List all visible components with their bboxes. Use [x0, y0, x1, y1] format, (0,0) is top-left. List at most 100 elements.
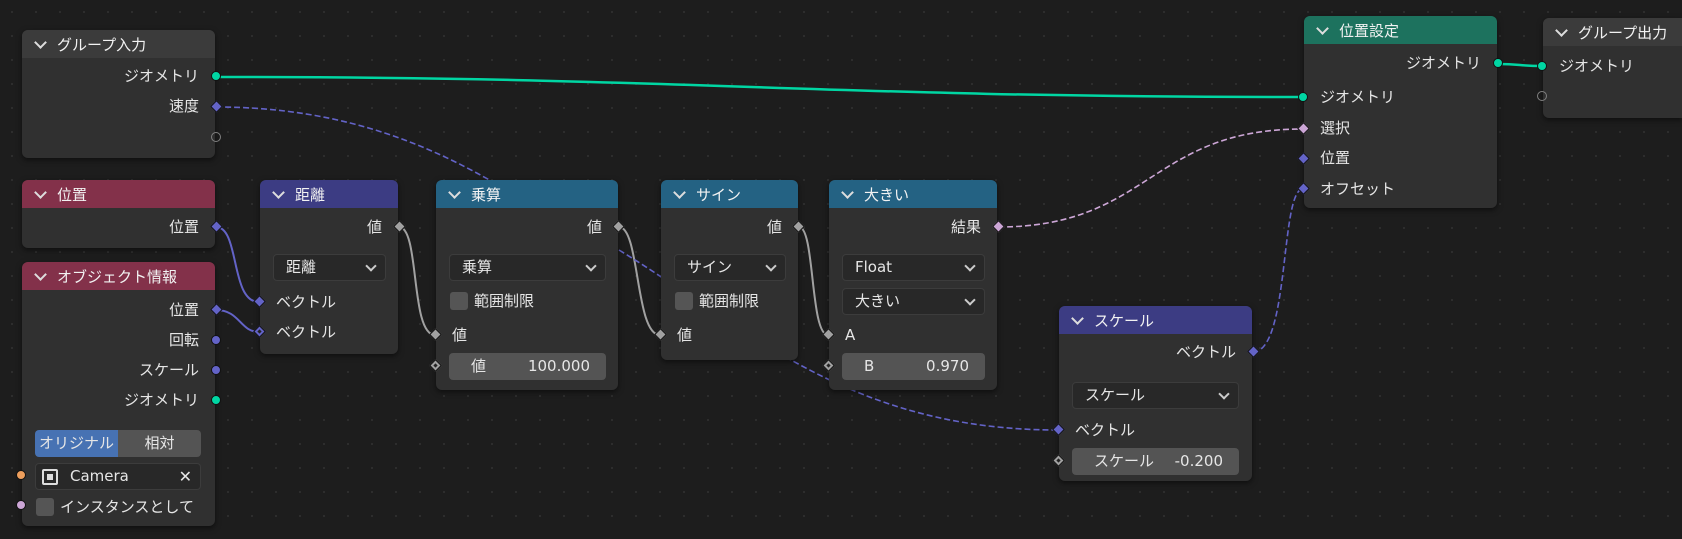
node-title: 位置設定 — [1339, 21, 1400, 40]
scale-output-socket[interactable] — [211, 365, 221, 375]
sine-header[interactable]: サイン — [661, 180, 798, 208]
vector-a-label: ベクトル — [276, 293, 337, 311]
value-field[interactable]: 値 100.000 — [449, 353, 606, 380]
clear-icon[interactable]: ✕ — [178, 467, 192, 486]
value-field-label: 値 — [471, 357, 487, 375]
geometry-output-socket[interactable] — [211, 71, 221, 81]
geometry-output-label: ジオメトリ — [123, 391, 199, 409]
collapse-chevron-icon[interactable] — [1071, 311, 1084, 325]
operation-value: 距離 — [286, 258, 317, 276]
link-multiply-value — [618, 226, 661, 336]
node-title: 大きい — [864, 185, 910, 204]
geometry-output-socket[interactable] — [1493, 58, 1503, 68]
collapse-chevron-icon[interactable] — [673, 185, 686, 199]
sine-node[interactable]: サイン 値 サイン 範囲制限 値 — [661, 180, 798, 360]
geometry-output-label: ジオメトリ — [1405, 54, 1481, 72]
vector-output-label: ベクトル — [1175, 343, 1236, 361]
clamp-checkbox[interactable] — [675, 292, 693, 310]
node-title: スケール — [1094, 311, 1155, 330]
collapse-chevron-icon[interactable] — [34, 185, 47, 199]
operation-dropdown[interactable]: サイン — [674, 254, 786, 281]
relative-mode-button[interactable]: 相対 — [118, 430, 201, 457]
distance-header[interactable]: 距離 — [260, 180, 398, 208]
operation-dropdown[interactable]: 大きい — [842, 288, 985, 315]
value-field-value: 100.000 — [527, 357, 590, 375]
scale-output-label: スケール — [138, 361, 199, 379]
offset-input-label: オフセット — [1320, 180, 1396, 198]
scale-field-label: スケール — [1094, 452, 1155, 470]
operation-value: 乗算 — [462, 258, 493, 276]
link-speed — [215, 106, 511, 193]
greater-than-node[interactable]: 大きい 結果 Float 大きい A B 0.970 — [829, 180, 997, 390]
link-sine-value — [798, 226, 829, 336]
multiply-node[interactable]: 乗算 値 乗算 範囲制限 値 値 100.000 — [436, 180, 618, 390]
link-geometry — [215, 75, 1304, 99]
collapse-chevron-icon[interactable] — [34, 35, 47, 49]
object-info-header[interactable]: オブジェクト情報 — [22, 262, 215, 290]
object-info-node[interactable]: オブジェクト情報 位置 回転 スケール ジオメトリ オリジナル 相対 Camer… — [22, 262, 215, 526]
b-field[interactable]: B 0.970 — [842, 353, 985, 380]
position-node[interactable]: 位置 位置 — [22, 180, 215, 248]
as-instance-input-socket[interactable] — [16, 500, 26, 510]
operation-dropdown[interactable]: 距離 — [273, 254, 386, 281]
chevron-down-icon — [365, 260, 377, 272]
data-type-value: Float — [855, 258, 893, 276]
group-output-node[interactable]: グループ出力 ジオメトリ — [1543, 18, 1682, 118]
link-distance-value — [398, 226, 436, 336]
operation-dropdown[interactable]: スケール — [1072, 382, 1239, 409]
geometry-input-socket[interactable] — [1298, 92, 1308, 102]
rotation-output-socket[interactable] — [211, 335, 221, 345]
distance-node[interactable]: 距離 値 距離 ベクトル ベクトル — [260, 180, 398, 354]
speed-output-label: 速度 — [168, 97, 199, 115]
group-input-node[interactable]: グループ入力 ジオメトリ 速度 — [22, 30, 215, 158]
group-output-header[interactable]: グループ出力 — [1543, 18, 1682, 46]
scale-field[interactable]: スケール -0.200 — [1072, 448, 1239, 475]
collapse-chevron-icon[interactable] — [1555, 23, 1568, 37]
object-field[interactable]: Camera ✕ — [35, 463, 201, 490]
set-position-node[interactable]: 位置設定 ジオメトリ ジオメトリ 選択 位置 オフセット — [1304, 16, 1497, 208]
collapse-chevron-icon[interactable] — [272, 185, 285, 199]
empty-input-socket[interactable] — [1537, 91, 1547, 101]
data-type-dropdown[interactable]: Float — [842, 254, 985, 281]
position-output-label: 位置 — [168, 218, 199, 236]
empty-output-socket[interactable] — [211, 132, 221, 142]
object-icon — [42, 469, 58, 485]
node-title: グループ出力 — [1578, 23, 1668, 42]
collapse-chevron-icon[interactable] — [448, 185, 461, 199]
chevron-down-icon — [964, 294, 976, 306]
vector-b-label: ベクトル — [276, 323, 337, 341]
link-position — [215, 226, 260, 303]
set-position-header[interactable]: 位置設定 — [1304, 16, 1497, 44]
link-geometry-out — [1497, 62, 1543, 68]
link-vector-scale — [618, 249, 1059, 431]
chevron-down-icon — [964, 260, 976, 272]
position-header[interactable]: 位置 — [22, 180, 215, 208]
value-input-label: 値 — [452, 326, 468, 344]
clamp-checkbox[interactable] — [450, 292, 468, 310]
original-mode-button[interactable]: オリジナル — [35, 430, 118, 457]
location-output-label: 位置 — [168, 301, 199, 319]
clamp-label: 範囲制限 — [699, 292, 760, 310]
multiply-header[interactable]: 乗算 — [436, 180, 618, 208]
value-output-label: 値 — [766, 218, 782, 236]
transform-space-toggle[interactable]: オリジナル 相対 — [35, 430, 201, 457]
collapse-chevron-icon[interactable] — [841, 185, 854, 199]
collapse-chevron-icon[interactable] — [34, 267, 47, 281]
chevron-down-icon — [1218, 388, 1230, 400]
scale-header[interactable]: スケール — [1059, 306, 1252, 334]
operation-value: 大きい — [855, 292, 901, 310]
collapse-chevron-icon[interactable] — [1316, 21, 1329, 35]
as-instance-checkbox[interactable] — [36, 498, 54, 516]
operation-dropdown[interactable]: 乗算 — [449, 254, 606, 281]
geometry-output-socket[interactable] — [211, 395, 221, 405]
node-title: 乗算 — [471, 185, 502, 204]
clamp-label: 範囲制限 — [474, 292, 535, 310]
geometry-input-socket[interactable] — [1537, 61, 1547, 71]
object-input-socket[interactable] — [16, 470, 26, 480]
group-input-header[interactable]: グループ入力 — [22, 30, 215, 58]
as-instance-label: インスタンスとして — [60, 498, 194, 516]
scale-node[interactable]: スケール ベクトル スケール ベクトル スケール -0.200 — [1059, 306, 1252, 481]
link-scale-offset — [1252, 188, 1304, 353]
greater-than-header[interactable]: 大きい — [829, 180, 997, 208]
link-location — [215, 309, 260, 333]
